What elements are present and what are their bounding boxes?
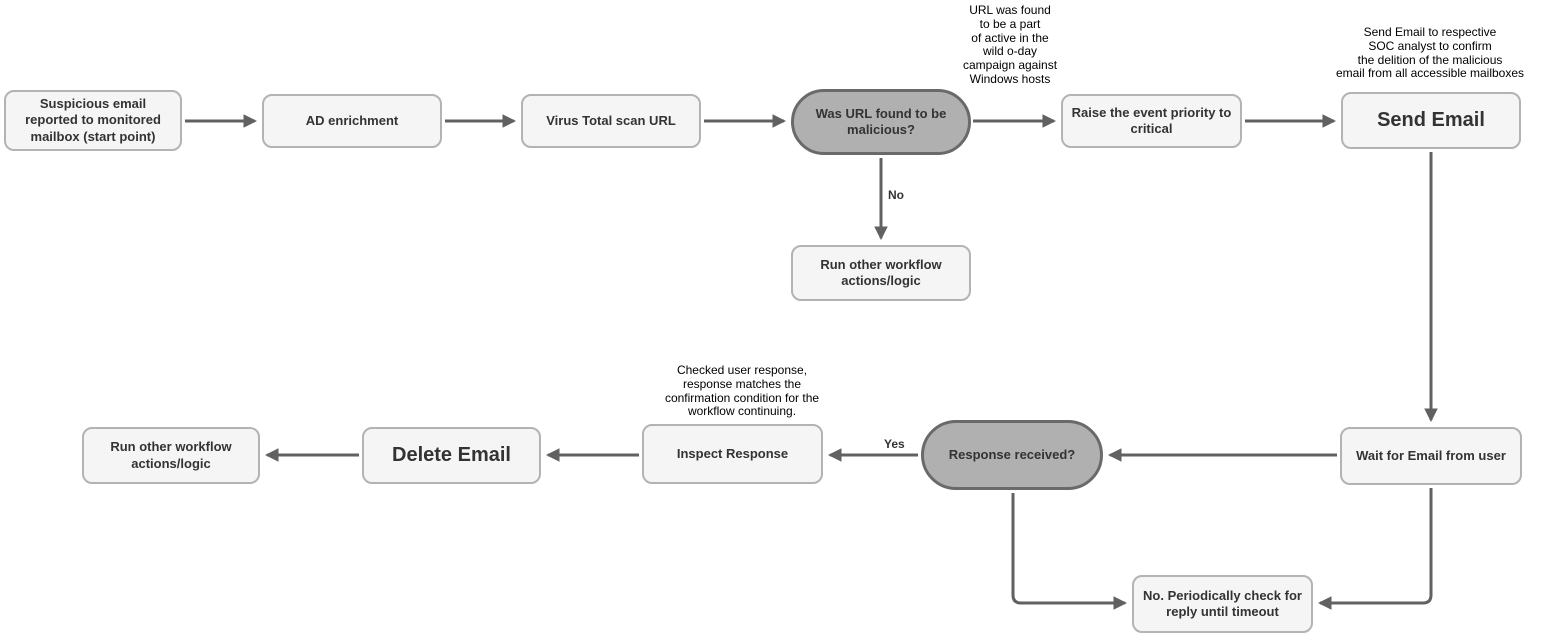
- node-decision-response-received: Response received?: [921, 420, 1103, 490]
- edge-label-no: No: [888, 188, 904, 202]
- node-ad-enrichment: AD enrichment: [262, 94, 442, 148]
- node-run-other-workflow-bottom: Run other workflow actions/logic: [82, 427, 260, 484]
- edge-label-yes: Yes: [884, 437, 905, 451]
- node-inspect-response: Inspect Response: [642, 424, 823, 484]
- node-virus-total-scan: Virus Total scan URL: [521, 94, 701, 148]
- annotation-response-check-note: Checked user response, response matches …: [664, 363, 820, 419]
- node-send-email: Send Email: [1341, 92, 1521, 149]
- node-run-other-workflow-top: Run other workflow actions/logic: [791, 245, 971, 301]
- node-decision-url-malicious: Was URL found to be malicious?: [791, 89, 971, 155]
- annotation-zero-day-campaign: URL was found to be a part of active in …: [962, 3, 1058, 86]
- node-delete-email: Delete Email: [362, 427, 541, 484]
- node-start: Suspicious email reported to monitored m…: [4, 90, 182, 151]
- node-periodic-check: No. Periodically check for reply until t…: [1132, 575, 1313, 633]
- node-raise-priority: Raise the event priority to critical: [1061, 94, 1242, 148]
- node-wait-for-email: Wait for Email from user: [1340, 427, 1522, 485]
- edge-response-decision-to-periodic-check: [1011, 493, 1128, 610]
- edge-wait-to-periodic-check: [1317, 488, 1433, 610]
- annotation-send-email-note: Send Email to respective SOC analyst to …: [1335, 25, 1525, 81]
